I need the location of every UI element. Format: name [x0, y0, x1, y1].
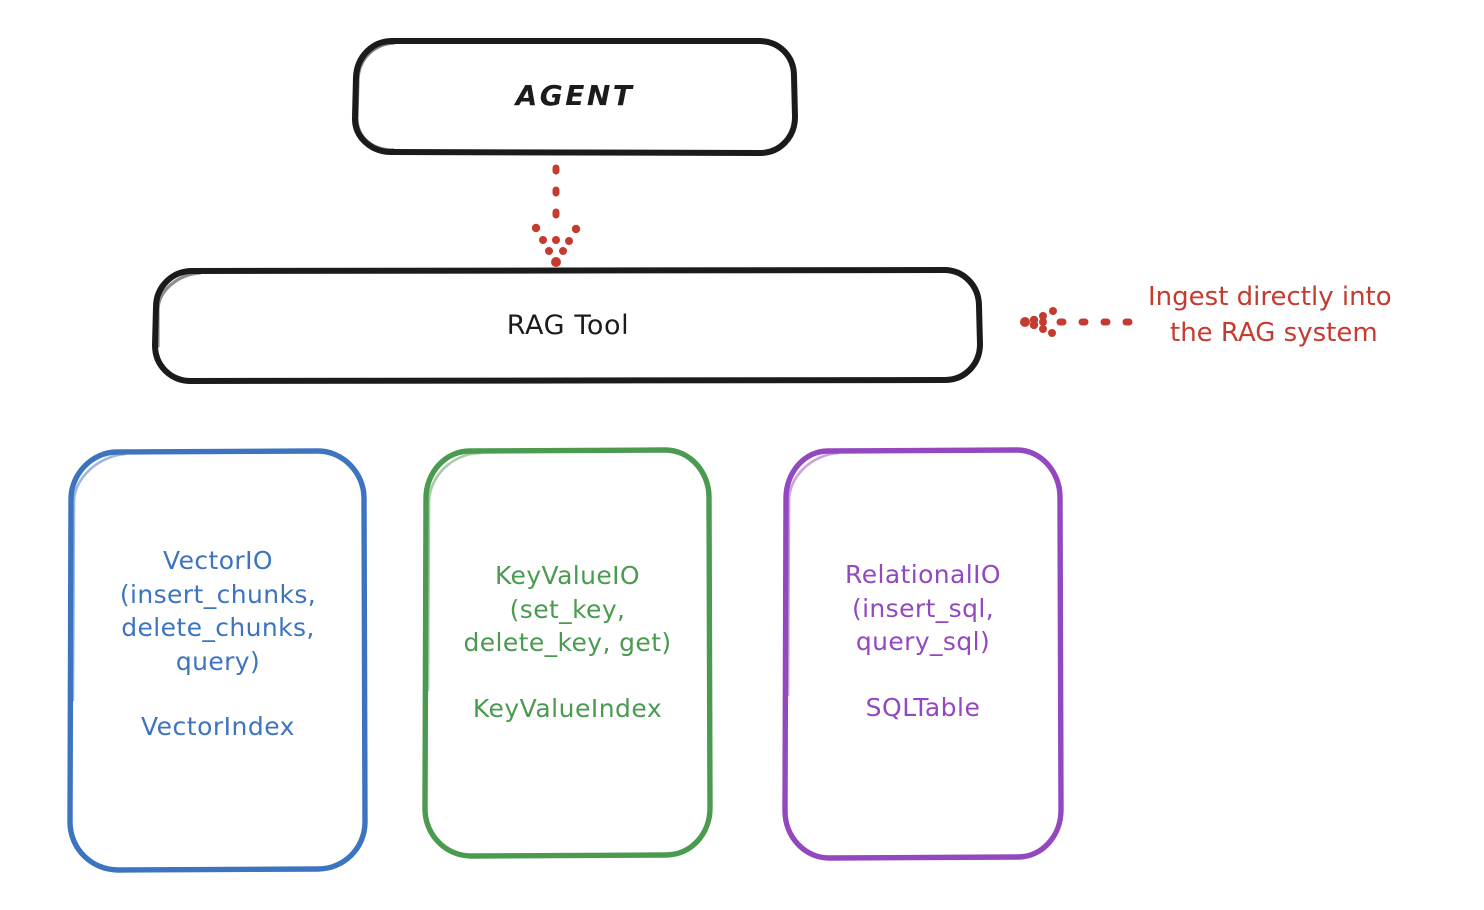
- connector-agent-to-rag-tool: [531, 164, 581, 267]
- relationalio-sublabel: SQLTable: [865, 692, 981, 722]
- relationalio-box[interactable]: RelationalIO (insert_sql, query_sql) SQL…: [785, 450, 1061, 858]
- agent-label: AGENT: [515, 79, 635, 113]
- relationalio-label: RelationalIO (insert_sql, query_sql): [845, 560, 1001, 657]
- keyvalueio-content: KeyValueIO (set_key, delete_key, get) Ke…: [463, 559, 671, 723]
- vectorio-label: VectorIO (insert_chunks, delete_chunks, …: [119, 546, 317, 676]
- agent-box[interactable]: AGENT: [355, 40, 795, 153]
- keyvalueio-box[interactable]: KeyValueIO (set_key, delete_key, get) Ke…: [425, 450, 710, 856]
- ingest-annotation-line-2: the RAG system: [1170, 317, 1378, 348]
- keyvalueio-sublabel: KeyValueIndex: [472, 693, 663, 723]
- vectorio-sublabel: VectorIndex: [140, 712, 295, 741]
- relationalio-content: RelationalIO (insert_sql, query_sql) SQL…: [845, 558, 1001, 722]
- ingest-annotation: Ingest directly into the RAG system: [1148, 280, 1468, 352]
- keyvalueio-label: KeyValueIO (set_key, delete_key, get): [463, 561, 672, 658]
- vectorio-box[interactable]: VectorIO (insert_chunks, delete_chunks, …: [70, 450, 366, 871]
- vectorio-content: VectorIO (insert_chunks, delete_chunks, …: [120, 544, 316, 741]
- ingest-annotation-line-1: Ingest directly into: [1148, 282, 1392, 312]
- rag-tool-label: RAG Tool: [506, 309, 630, 341]
- connector-ingest-to-rag-tool: [1020, 307, 1146, 337]
- rag-tool-box[interactable]: RAG Tool: [155, 270, 981, 381]
